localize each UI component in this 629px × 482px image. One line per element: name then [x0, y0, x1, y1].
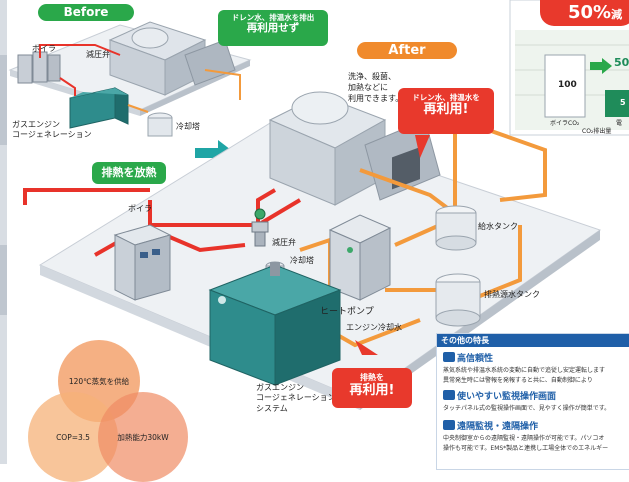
features-header: その他の特長 [437, 334, 629, 347]
reduction-suffix: 減 [611, 8, 623, 21]
cop-label: COP=3.5 [56, 432, 90, 442]
feed-tank-label: 給水タンク [478, 222, 518, 231]
feature-text-remote-2: 操作も可能です。EMS*製品と連携し工場全体でのエネルギー [443, 445, 609, 452]
before-drain-line1: ドレン水、排温水を排出 [231, 13, 315, 22]
remote-control-icon [443, 420, 455, 430]
before-cogen-unit [69, 87, 129, 129]
before-cooling-tower-label: 冷却塔 [176, 122, 200, 131]
after-cogen-label: ガスエンジン コージェネレーション システム [256, 383, 336, 414]
bar-electric-co2 [605, 90, 629, 117]
reduction-banner [540, 0, 629, 26]
reuse-heat-line2: 再利用! [349, 383, 395, 398]
after-usage-line1: 洗浄、殺菌、 [348, 72, 396, 81]
after-usage-note: 洗浄、殺菌、 加熱などに 利用できます。 [348, 72, 403, 104]
exhaust-heat-badge: 排熱を放熱 [92, 162, 166, 184]
before-cogen-line2: コージェネレーション [12, 129, 92, 139]
after-cogen-unit [208, 262, 342, 386]
reduction-arrow-icon [590, 58, 612, 74]
before-processing-machine [108, 21, 236, 96]
pressure-reducing-valve [251, 208, 269, 247]
steam-supply-label: 120℃蒸気を供給 [68, 376, 130, 386]
after-drain-line2: 再利用! [423, 102, 469, 118]
reuse-heat-line1: 排熱を [360, 373, 384, 382]
after-drain-line1: ドレン水、排温水を [412, 93, 480, 102]
bar-right-partial: 5 [620, 98, 626, 107]
after-boiler-label: ボイラ [128, 204, 152, 213]
axis-left-label: ボイラCO₂ [550, 120, 580, 127]
feature-title-reliability: 高信頼性 [457, 354, 494, 364]
after-cogen-line1: ガスエンジン [256, 383, 304, 392]
before-cogen-line1: ガスエンジン [12, 120, 60, 129]
diagram-canvas [0, 0, 629, 464]
axis-right-label: 電 [616, 120, 623, 127]
exhaust-heat-label: 排熱を放熱 [101, 166, 157, 179]
feature-text-reliability-2: 異常発生時には警報を発報すると共に、自動制御により [443, 377, 593, 384]
after-usage-line3: 利用できます。 [348, 93, 404, 103]
bar-boiler-co2 [544, 54, 586, 118]
after-valve-label: 減圧弁 [272, 238, 296, 247]
before-boiler-label: ボイラ [32, 44, 56, 53]
after-boiler [113, 224, 172, 301]
heating-capacity-circle: 加熱能力30kW [98, 392, 188, 482]
before-drain-line2: 再利用せず [246, 22, 300, 35]
feature-text-reliability-1: 蒸気系統や排温水系統の変動に自動で追従し安定運転します [443, 367, 606, 374]
after-badge: After [357, 42, 457, 59]
before-badge: Before [38, 4, 134, 21]
axis-bottom-label: CO₂排出量 [582, 128, 612, 135]
reliability-icon [443, 352, 455, 362]
bar-left-value: 100 [558, 80, 577, 90]
exhaust-source-tank [435, 273, 481, 327]
monitor-screen-icon [443, 390, 455, 400]
after-usage-line2: 加熱などに [348, 82, 388, 92]
before-badge-label: Before [63, 5, 109, 19]
heating-capacity-label: 加熱能力30kW [117, 432, 169, 442]
after-cogen-line3: システム [256, 403, 288, 413]
reduction-value: 50%減 [568, 2, 622, 23]
before-boiler-units [17, 51, 61, 84]
features-panel: その他の特長 高信頼性 蒸気系統や排温水系統の変動に自動で追従し安定運転します … [436, 333, 629, 470]
reduction-value-text: 50% [568, 2, 612, 23]
exhaust-tank-label: 排熱源水タンク [484, 290, 540, 299]
heat-pump-label: ヒートポンプ [320, 307, 374, 317]
heat-pump-unit [328, 214, 392, 301]
before-drain-callout: ドレン水、排温水を排出 再利用せず [218, 10, 328, 46]
feature-title-monitor: 使いやすい監視操作画面 [457, 392, 557, 402]
bar-right-value: 50 [614, 56, 629, 69]
feed-water-tank [435, 205, 477, 251]
before-cogen-label: ガスエンジン コージェネレーション [12, 120, 92, 139]
feature-text-remote-1: 中央制御室からの遠隔監視・遠隔操作が可能です。パソコオ [443, 435, 605, 442]
after-cooling-tower-label: 冷却塔 [290, 256, 314, 265]
feature-title-remote: 遠隔監視・遠隔操作 [457, 422, 539, 432]
feature-text-monitor-1: タッチパネル式の監視操作画面で、見やすく操作が簡単です。 [443, 405, 611, 412]
after-badge-label: After [388, 43, 426, 58]
engine-cooling-label: エンジン冷却水 [346, 323, 402, 332]
before-valve-label: 減圧弁 [86, 50, 110, 59]
after-cogen-line2: コージェネレーション [256, 393, 336, 403]
after-drain-callout: ドレン水、排温水を 再利用! [398, 88, 494, 134]
reuse-heat-callout: 排熱を 再利用! [332, 368, 412, 408]
